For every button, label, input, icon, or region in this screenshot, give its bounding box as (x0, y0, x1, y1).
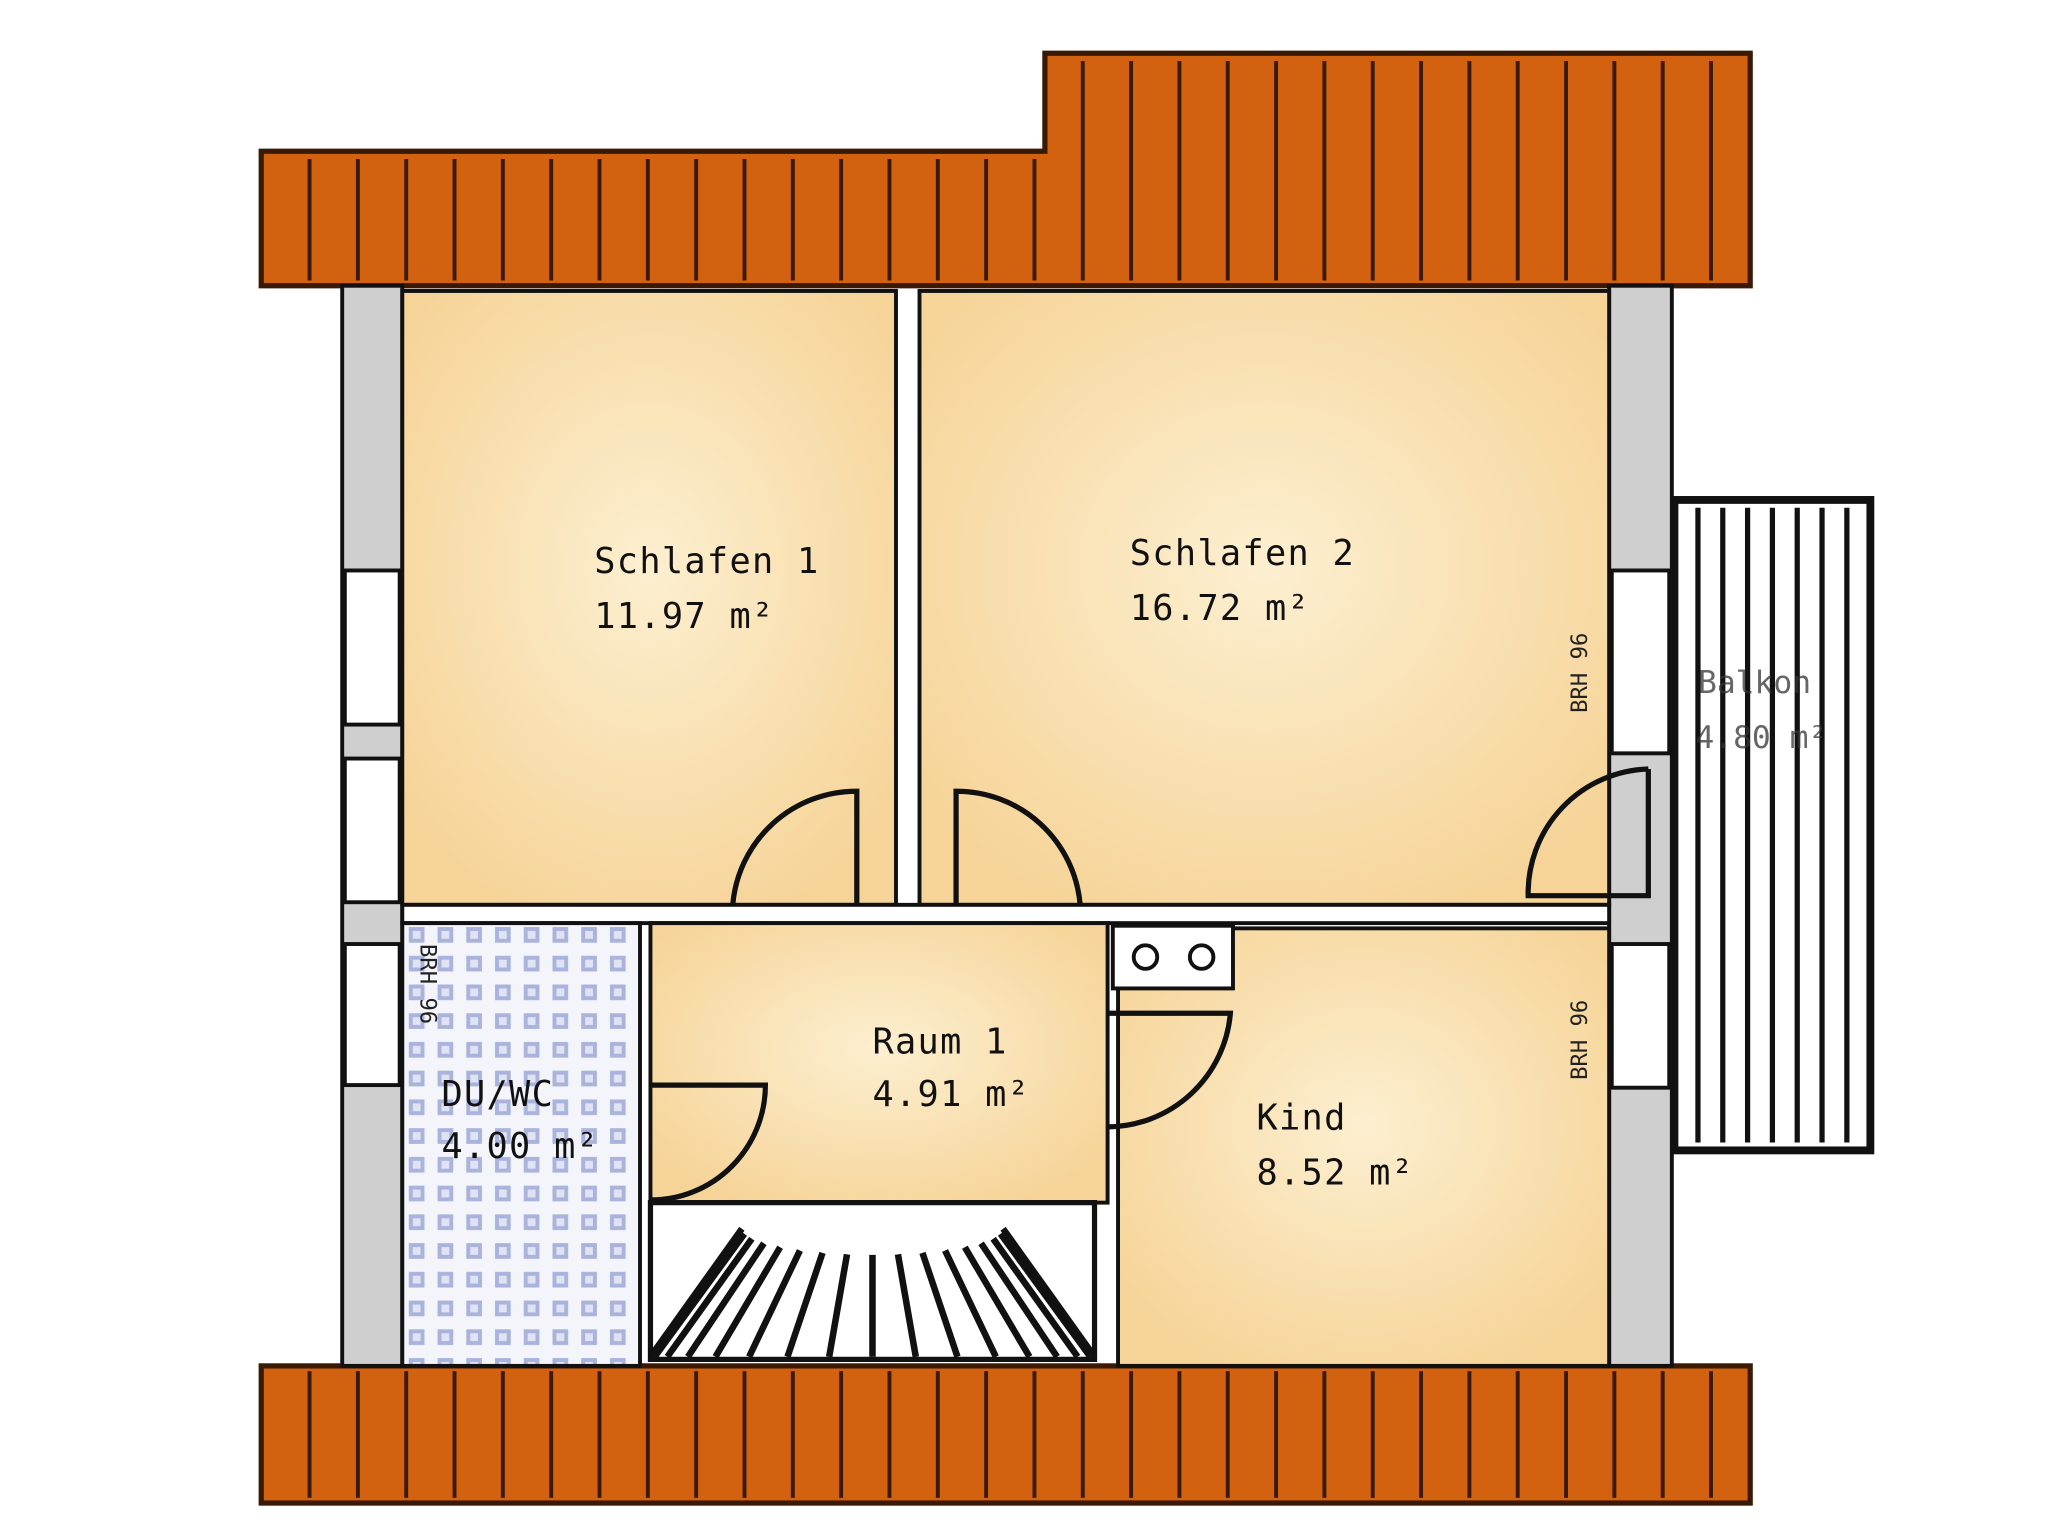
decor-line (664, 1236, 755, 1359)
decor-line (1000, 1226, 1098, 1359)
room-area-balkon: 4.80 m² (1695, 720, 1827, 756)
decor-line (746, 1249, 803, 1359)
brh-label-duwc: BRH 96 (415, 944, 441, 1024)
decor-line (942, 1249, 999, 1359)
decor-line (712, 1245, 783, 1359)
room-schlafen2 (917, 288, 1612, 907)
decor-line (962, 1245, 1033, 1359)
room-name-schlafen2: Schlafen 2 (1130, 533, 1355, 574)
decor-line (978, 1241, 1060, 1359)
windows (342, 568, 1672, 1090)
brh-label-kind: BRH 96 (1567, 1000, 1593, 1080)
room-area-schlafen1: 11.97 m² (594, 596, 774, 637)
decor-line (919, 1251, 961, 1358)
room-duwc (400, 921, 642, 1368)
decor-line (894, 1253, 920, 1358)
room-kind (1116, 926, 1612, 1368)
room-name-raum1: Raum 1 (872, 1022, 1007, 1063)
brh-label-schlafen2: BRH 96 (1567, 633, 1593, 713)
roof-top (258, 50, 1753, 289)
decor-line (784, 1251, 826, 1358)
room-name-duwc: DU/WC (441, 1074, 554, 1115)
wall-interior-h (400, 902, 1612, 926)
decor-line (997, 1231, 1093, 1359)
room-area-duwc: 4.00 m² (441, 1126, 599, 1167)
room-name-kind: Kind (1256, 1097, 1346, 1138)
decor-line (685, 1241, 767, 1359)
roof-bottom (258, 1363, 1753, 1506)
room-area-raum1: 4.91 m² (872, 1074, 1030, 1115)
room-schlafen1 (400, 288, 898, 907)
decor-line (647, 1226, 745, 1359)
room-area-kind: 8.52 m² (1256, 1152, 1414, 1193)
decor-line (990, 1236, 1081, 1359)
room-name-balkon: Balkon (1698, 665, 1811, 701)
door-swings[interactable] (650, 766, 1651, 1203)
decor-line (652, 1231, 748, 1359)
staircase (647, 1200, 1098, 1362)
balcony (1670, 496, 1875, 1155)
wall-right (1607, 283, 1674, 1368)
room-raum1 (648, 921, 1110, 1205)
room-area-schlafen2: 16.72 m² (1130, 588, 1310, 629)
decor-line (825, 1253, 851, 1358)
room-name-schlafen1: Schlafen 1 (594, 541, 819, 582)
